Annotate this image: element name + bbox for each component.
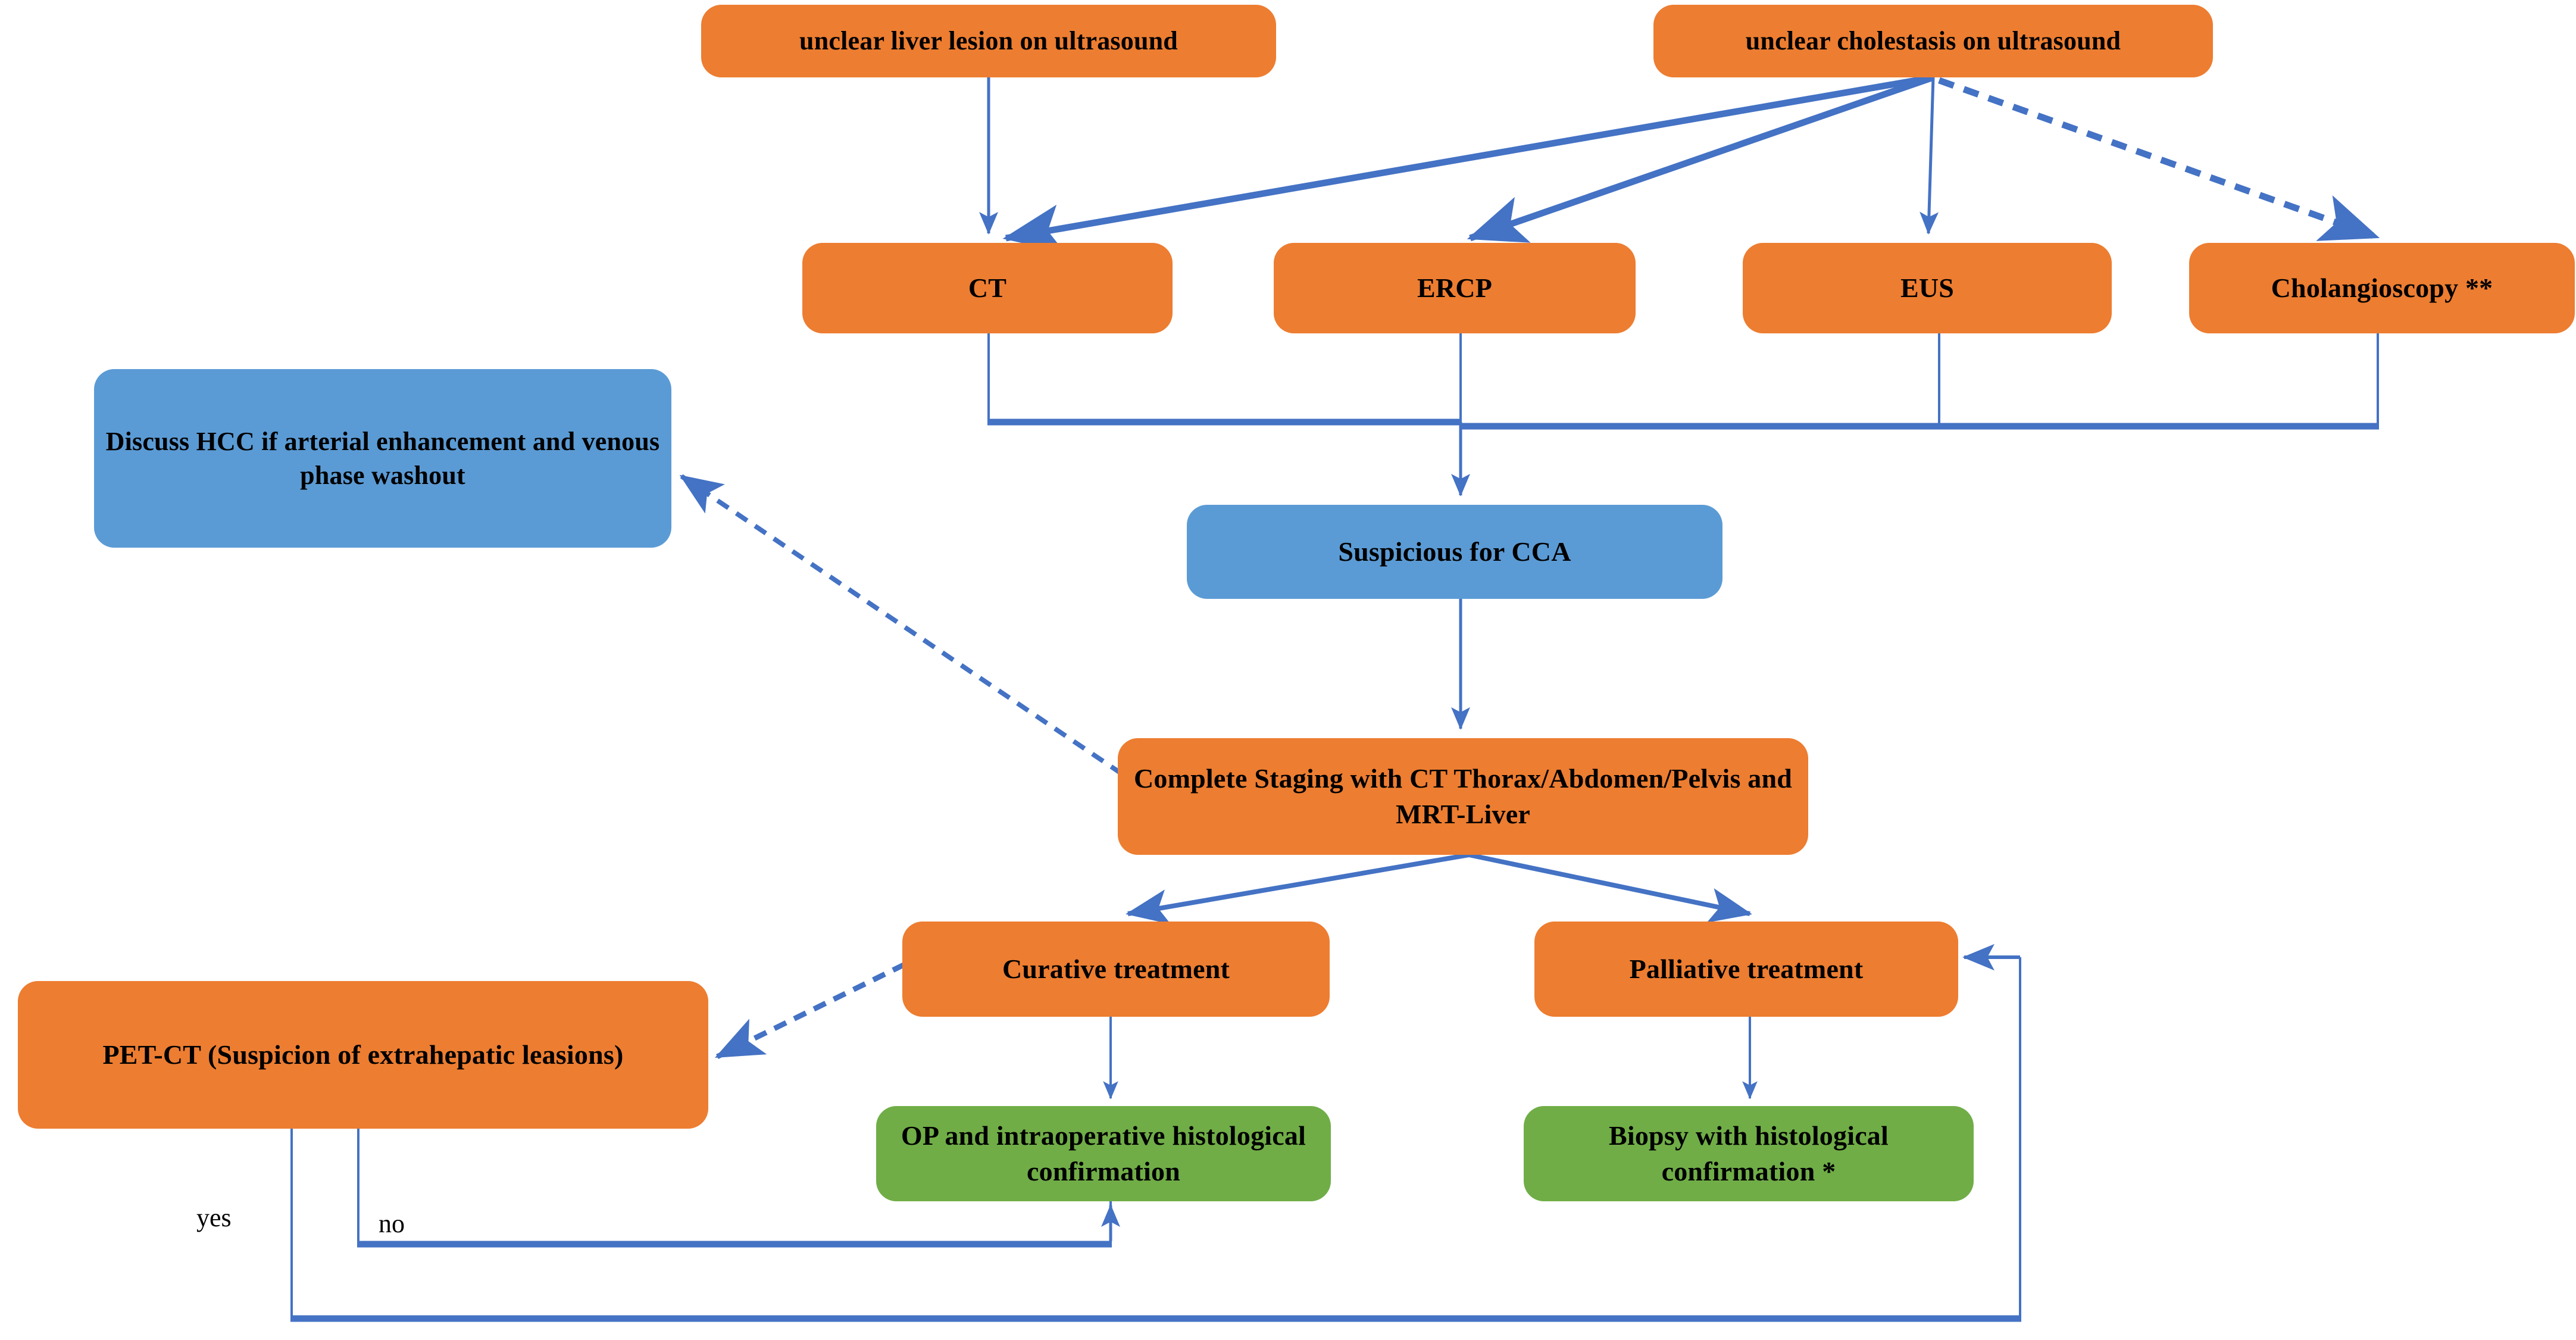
node-ercp[interactable]: ERCP bbox=[1274, 243, 1636, 333]
node-label: Biopsy with histological confirmation * bbox=[1609, 1120, 1889, 1186]
node-op-intraoperative-confirmation[interactable]: OP and intraoperative histological confi… bbox=[876, 1106, 1331, 1201]
node-discuss-hcc[interactable]: Discuss HCC if arterial enhancement and … bbox=[94, 369, 671, 548]
node-label: Complete Staging with CT Thorax/Abdomen/… bbox=[1133, 763, 1793, 829]
node-unclear-cholestasis[interactable]: unclear cholestasis on ultrasound bbox=[1653, 5, 2213, 77]
node-label: ERCP bbox=[1417, 273, 1493, 304]
node-ct[interactable]: CT bbox=[802, 243, 1173, 333]
edge-us_chol-ercp bbox=[1467, 74, 1934, 243]
node-suspicious-for-cca[interactable]: Suspicious for CCA bbox=[1187, 505, 1722, 599]
node-complete-staging[interactable]: Complete Staging with CT Thorax/Abdomen/… bbox=[1118, 738, 1808, 855]
node-palliative-treatment[interactable]: Palliative treatment bbox=[1534, 922, 1958, 1017]
edge-us_chol-ct bbox=[1002, 74, 1934, 253]
edge-staging-curative bbox=[1126, 852, 1470, 924]
edge-staging-hcc bbox=[679, 474, 1124, 776]
node-label: OP and intraoperative histological confi… bbox=[901, 1120, 1306, 1186]
edge-staging-palliative bbox=[1468, 852, 1752, 923]
node-label: unclear cholestasis on ultrasound bbox=[1745, 26, 2121, 56]
edge-label-yes: yes bbox=[196, 1203, 232, 1232]
node-label: unclear liver lesion on ultrasound bbox=[799, 26, 1178, 56]
node-label: Discuss HCC if arterial enhancement and … bbox=[105, 426, 660, 490]
node-label: PET-CT (Suspicion of extrahepatic leasio… bbox=[102, 1039, 624, 1070]
node-label: Suspicious for CCA bbox=[1338, 536, 1571, 567]
node-curative-treatment[interactable]: Curative treatment bbox=[902, 922, 1330, 1017]
node-unclear-liver-lesion[interactable]: unclear liver lesion on ultrasound bbox=[701, 5, 1276, 77]
edge-label-no: no bbox=[379, 1209, 405, 1238]
edge-us_chol-eus bbox=[1920, 77, 1939, 235]
edge-us_chol-cholangio bbox=[1938, 77, 2380, 241]
node-label: EUS bbox=[1900, 273, 1955, 304]
edge-curative-petct bbox=[714, 961, 906, 1060]
node-label: CT bbox=[968, 273, 1007, 304]
node-label: Palliative treatment bbox=[1629, 954, 1864, 985]
node-eus[interactable]: EUS bbox=[1743, 243, 2112, 333]
node-cholangioscopy[interactable]: Cholangioscopy ** bbox=[2189, 243, 2575, 333]
node-pet-ct[interactable]: PET-CT (Suspicion of extrahepatic leasio… bbox=[18, 981, 708, 1129]
node-biopsy-histological-confirmation[interactable]: Biopsy with histological confirmation * bbox=[1524, 1106, 1974, 1201]
node-label: Cholangioscopy ** bbox=[2271, 273, 2493, 304]
node-label: Curative treatment bbox=[1002, 954, 1230, 985]
